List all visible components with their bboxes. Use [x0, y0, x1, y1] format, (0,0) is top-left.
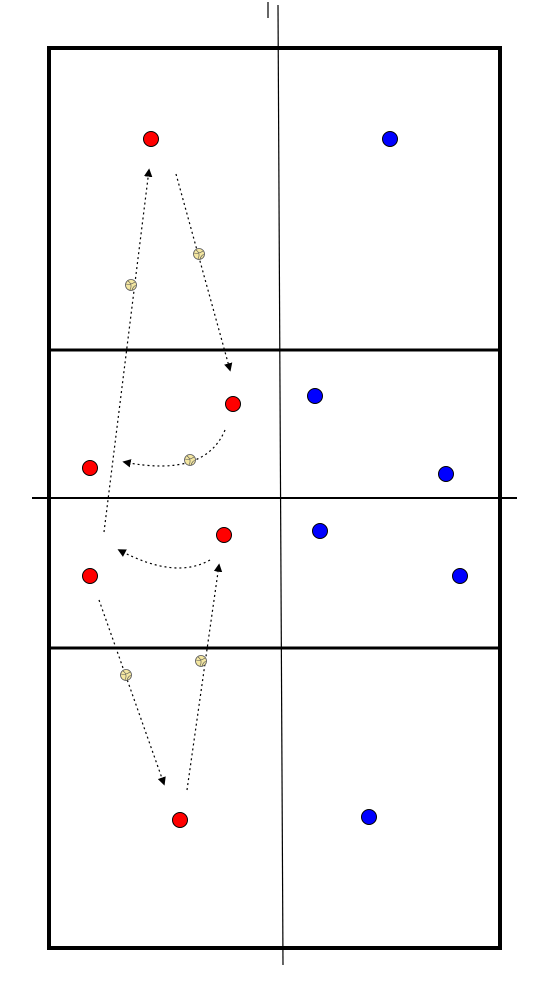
blue-player [382, 131, 398, 147]
red-player [82, 460, 98, 476]
volleyball-icon [120, 669, 132, 681]
volleyball-icon [193, 248, 205, 260]
red-player [143, 131, 159, 147]
team-blue [307, 131, 468, 825]
red-player [216, 527, 232, 543]
red-player [172, 812, 188, 828]
run-arrow-1 [122, 429, 226, 468]
balls [120, 248, 207, 681]
run-arrow-2 [117, 549, 211, 569]
blue-player [361, 809, 377, 825]
team-red [82, 131, 241, 828]
red-player [225, 396, 241, 412]
movement-arrows [98, 168, 233, 791]
blue-player [307, 388, 323, 404]
pass-arrow-3 [98, 599, 166, 786]
red-player [82, 568, 98, 584]
pass-arrow-4 [186, 563, 223, 791]
blue-player [312, 523, 328, 539]
blue-player [438, 466, 454, 482]
volleyball-icon [195, 655, 207, 667]
net-line [277, 4, 284, 966]
volleyball-icon [125, 279, 137, 291]
pass-arrow-2 [175, 173, 233, 372]
volleyball-icon [184, 454, 196, 466]
pass-arrow-1 [103, 168, 153, 533]
blue-player [452, 568, 468, 584]
